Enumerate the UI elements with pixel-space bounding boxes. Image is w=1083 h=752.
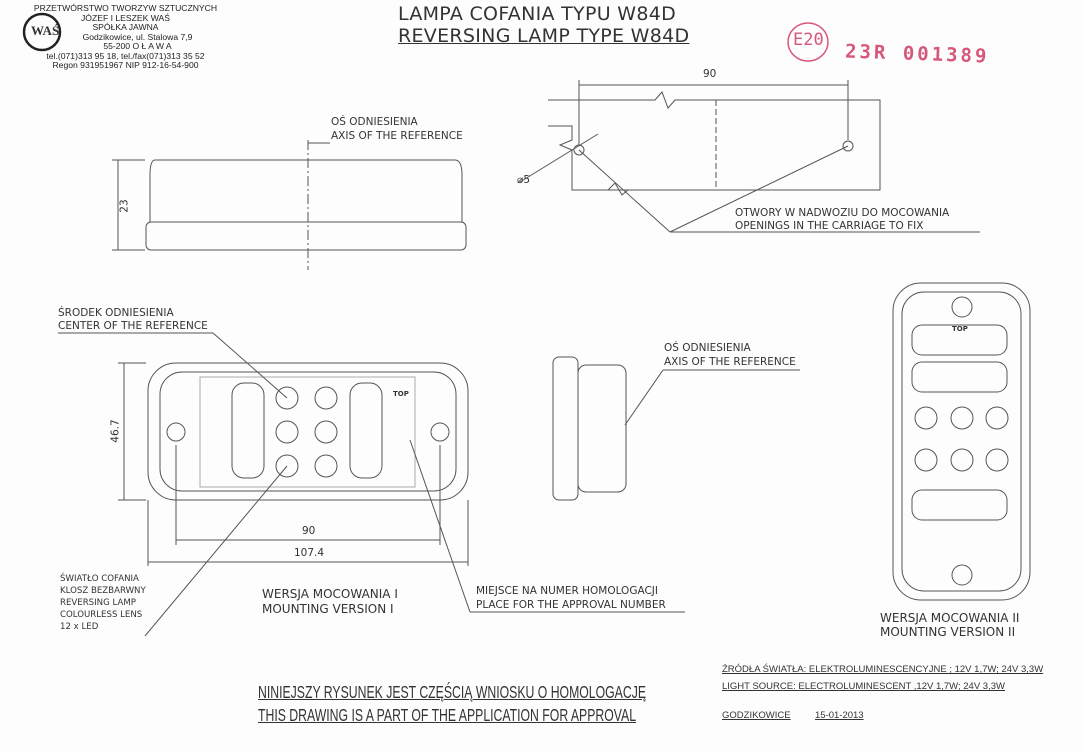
mount2-en: MOUNTING VERSION II bbox=[880, 625, 1016, 639]
mount2-pl: WERSJA MOCOWANIA II bbox=[880, 611, 1020, 625]
vertical-view bbox=[892, 282, 1031, 601]
company-street: Godzikowice, ul. Stalowa 7,9 bbox=[82, 31, 193, 42]
approval-pl: MIEJSCE NA NUMER HOMOLOGACJI bbox=[476, 585, 658, 597]
top-mark-2: TOP bbox=[952, 325, 968, 333]
openings-en: OPENINGS IN THE CARRIAGE TO FIX bbox=[735, 220, 924, 232]
stamp-circle bbox=[787, 22, 829, 62]
axis-top-pl: OŚ ODNIESIENIA bbox=[331, 116, 418, 128]
top-mark: TOP bbox=[393, 390, 409, 398]
company-city: 55-200 O Ł A W A bbox=[103, 41, 172, 51]
dim-height-side: 23 bbox=[118, 199, 131, 213]
logo-circle bbox=[22, 12, 62, 52]
source-en: LIGHT SOURCE: ELECTROLUMINESCENT ,12V 1,… bbox=[722, 681, 1005, 692]
title-en: REVERSING LAMP TYPE W84D bbox=[398, 25, 690, 47]
approval-en: PLACE FOR THE APPROVAL NUMBER bbox=[476, 599, 666, 611]
dim-width-holes: 90 bbox=[302, 525, 316, 537]
lamp-desc-3: REVERSING LAMP bbox=[60, 598, 136, 608]
company-name: PRZETWÓRSTWO TWORZYW SZTUCZNYCH bbox=[33, 3, 218, 13]
source-pl: ŹRÓDŁA ŚWIATŁA: ELEKTROLUMINESCENCYJNE ;… bbox=[722, 664, 1044, 675]
company-regon: Regon 931951967 NIP 912-16-54-900 bbox=[52, 60, 199, 70]
small-side-view bbox=[552, 356, 800, 501]
lamp-desc-2: KLOSZ BEZBARWNY bbox=[60, 586, 146, 596]
axis-mid-pl: OŚ ODNIESIENIA bbox=[664, 342, 751, 354]
dim-hole-dia: ⌀5 bbox=[517, 174, 531, 186]
dim-width-total: 107.4 bbox=[294, 547, 325, 559]
mount1-en: MOUNTING VERSION I bbox=[262, 602, 394, 616]
center-pl: ŚRODEK ODNIESIENIA bbox=[58, 307, 174, 319]
axis-mid-en: AXIS OF THE REFERENCE bbox=[664, 356, 796, 368]
hole-template bbox=[519, 80, 980, 233]
side-view bbox=[112, 140, 467, 270]
dim-height-front: 46.7 bbox=[109, 419, 122, 443]
logo: WAŚ bbox=[31, 23, 60, 38]
company-type: SPÓŁKA JAWNA bbox=[92, 22, 159, 32]
stamp-mark: E20 bbox=[793, 30, 824, 50]
statement-en: THIS DRAWING IS A PART OF THE APPLICATIO… bbox=[258, 705, 637, 725]
openings-pl: OTWORY W NADWOZIU DO MOCOWANIA bbox=[735, 207, 950, 219]
company-phone: tel.(071)313 95 18, tel./fax(071)313 35 … bbox=[46, 50, 205, 61]
dim-hole-spacing: 90 bbox=[703, 68, 717, 80]
title-pl: LAMPA COFANIA TYPU W84D bbox=[398, 3, 677, 25]
date: 15-01-2013 bbox=[815, 710, 864, 721]
led-grid bbox=[275, 386, 338, 478]
statement-pl: NINIEJSZY RYSUNEK JEST CZĘŚCIĄ WNIOSKU O… bbox=[258, 682, 646, 702]
lamp-desc-5: 12 x LED bbox=[60, 622, 99, 632]
axis-top-en: AXIS OF THE REFERENCE bbox=[331, 130, 463, 142]
place: GODZIKOWICE bbox=[722, 710, 791, 721]
company-owners: JÓZEF I LESZEK WAŚ bbox=[81, 12, 170, 23]
lamp-desc-1: ŚWIATŁO COFANIA bbox=[60, 574, 139, 584]
lamp-desc-4: COLOURLESS LENS bbox=[60, 610, 143, 620]
mount1-pl: WERSJA MOCOWANIA I bbox=[262, 587, 398, 601]
center-en: CENTER OF THE REFERENCE bbox=[58, 320, 208, 332]
front-view bbox=[58, 332, 685, 637]
